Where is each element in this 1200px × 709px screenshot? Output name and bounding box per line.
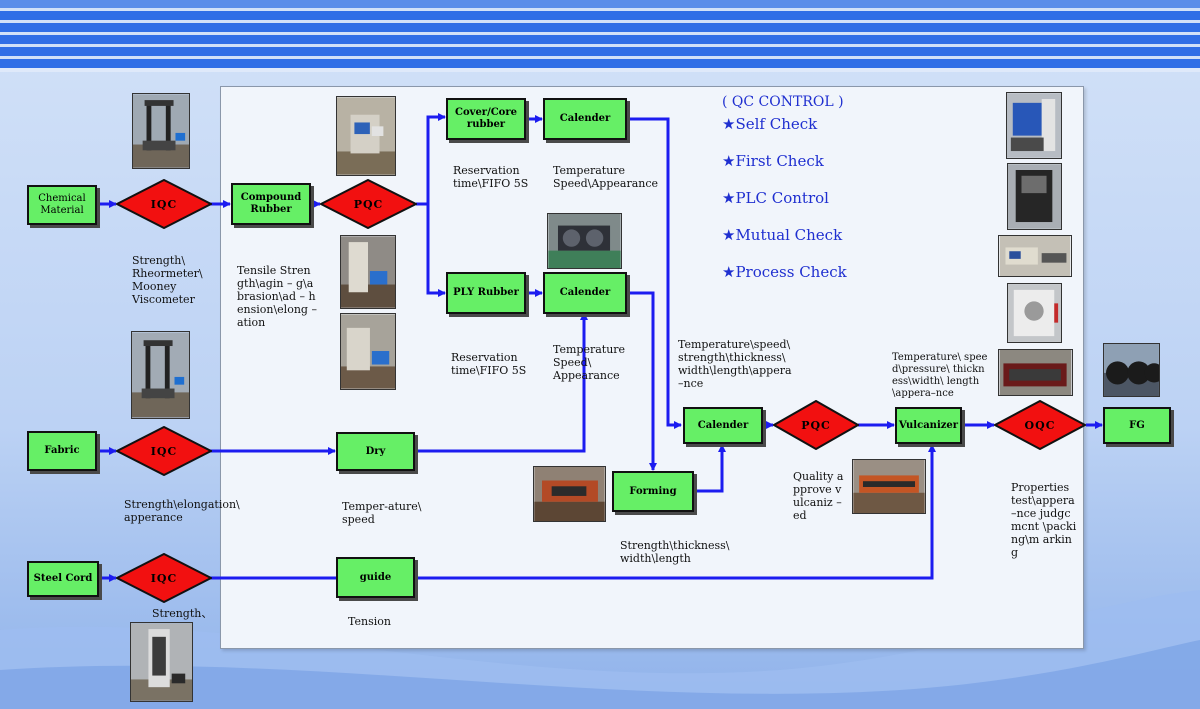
calender-main-node: Calender xyxy=(683,407,763,444)
abrasion-tester-photo xyxy=(340,313,396,390)
pqc-calender-diamond: PQC xyxy=(773,400,859,450)
oqc-note: Properties test\appera –nce judgcmcnt \p… xyxy=(1011,481,1077,559)
dry-node: Dry xyxy=(336,432,415,471)
qc-item-mutual-check: ★Mutual Check xyxy=(722,226,842,244)
cover-core-rubber-node: Cover/Core rubber xyxy=(446,98,526,140)
qc-item-process-check: ★Process Check xyxy=(722,263,847,281)
iqc-steel-label: IQC xyxy=(150,571,178,585)
pqc-compound-diamond: PQC xyxy=(320,179,417,229)
qc-item-self-check: ★Self Check xyxy=(722,115,817,133)
qc-control-title: ( QC CONTROL ) xyxy=(722,94,844,110)
reservation-top-note: Reservation time\FIFO 5S xyxy=(453,164,529,190)
star-icon: ★ xyxy=(722,115,736,133)
fg-node: FG xyxy=(1103,407,1171,444)
steel-note: Strength、 xyxy=(152,607,213,620)
chemical-material-node: Chemical Material xyxy=(27,185,97,225)
oqc-tester-2-photo xyxy=(1007,163,1062,230)
pqc-compound-label: PQC xyxy=(353,197,384,211)
star-icon: ★ xyxy=(722,152,736,170)
calender-top-note: Temperature Speed\Appearance xyxy=(553,164,659,190)
star-icon: ★ xyxy=(722,263,736,281)
star-icon: ★ xyxy=(722,226,736,244)
calender-main-note: Temperature\speed\ strength\thickness\ w… xyxy=(678,338,792,390)
vulcanizer-note: Temperature\ speed\pressure\ thickness\w… xyxy=(892,352,988,399)
guide-node: guide xyxy=(336,557,415,598)
forming-note: Strength\thickness\ width\length xyxy=(620,539,730,565)
steel-cord-node: Steel Cord xyxy=(27,561,99,597)
iqc-steel-diamond: IQC xyxy=(116,553,212,603)
iqc-chemical-label: IQC xyxy=(150,197,178,211)
calender-mid-note: Temperature Speed\ Appearance xyxy=(553,343,626,382)
forming-node: Forming xyxy=(612,471,694,512)
compound-rubber-node: Compound Rubber xyxy=(231,183,311,225)
qc-item-label: PLC Control xyxy=(735,189,829,207)
fabric-note: Strength\elongation\ apperance xyxy=(124,498,240,524)
oqc-tester-1-photo xyxy=(1006,92,1062,159)
pqc-calender-label: PQC xyxy=(801,418,831,432)
qc-item-label: First Check xyxy=(735,152,824,170)
finished-belt-rolls-photo xyxy=(1103,343,1160,397)
header-stripes xyxy=(0,0,1200,72)
oqc-tester-3-photo xyxy=(998,235,1072,277)
iqc-chemical-diamond: IQC xyxy=(116,179,212,229)
oqc-tester-4-photo xyxy=(1007,283,1062,343)
fabric-node: Fabric xyxy=(27,431,97,471)
steel-cord-tester-photo xyxy=(130,622,193,702)
star-icon: ★ xyxy=(722,189,736,207)
iqc-fabric-label: IQC xyxy=(150,444,178,458)
reservation-mid-note: Reservation time\FIFO 5S xyxy=(451,351,527,377)
vulcanizer-press-photo xyxy=(852,459,926,514)
dry-note: Temper-ature\ speed xyxy=(342,500,422,526)
qc-item-label: Process Check xyxy=(735,263,847,281)
calender-mid-node: Calender xyxy=(543,272,627,314)
iqc-fabric-diamond: IQC xyxy=(116,426,212,476)
forming-line-photo xyxy=(533,466,606,522)
qc-item-plc-control: ★PLC Control xyxy=(722,189,829,207)
vulcanizer-node: Vulcanizer xyxy=(895,407,962,444)
qc-item-label: Self Check xyxy=(735,115,818,133)
pqc-calender-note: Quality approve vulcaniz –ed xyxy=(793,470,844,522)
oqc-tester-5-photo xyxy=(998,349,1073,396)
rheometer-photo xyxy=(340,235,396,309)
calender-top-node: Calender xyxy=(543,98,627,140)
compound-lab-photo xyxy=(336,96,396,176)
calender-machine-photo xyxy=(547,213,622,269)
qc-item-first-check: ★First Check xyxy=(722,152,824,170)
oqc-label: OQC xyxy=(1024,418,1056,432)
qc-item-label: Mutual Check xyxy=(735,226,843,244)
ply-rubber-node: PLY Rubber xyxy=(446,272,526,314)
oqc-diamond: OQC xyxy=(994,400,1086,450)
guide-note: Tension xyxy=(348,615,391,628)
fabric-tester-photo xyxy=(131,331,190,419)
compound-note: Tensile Strength\agin – g\abrasion\ad – … xyxy=(237,264,317,329)
tensile-tester-photo xyxy=(132,93,190,169)
chemical-note: Strength\ Rheormeter\ Mooney Viscometer xyxy=(132,254,203,306)
